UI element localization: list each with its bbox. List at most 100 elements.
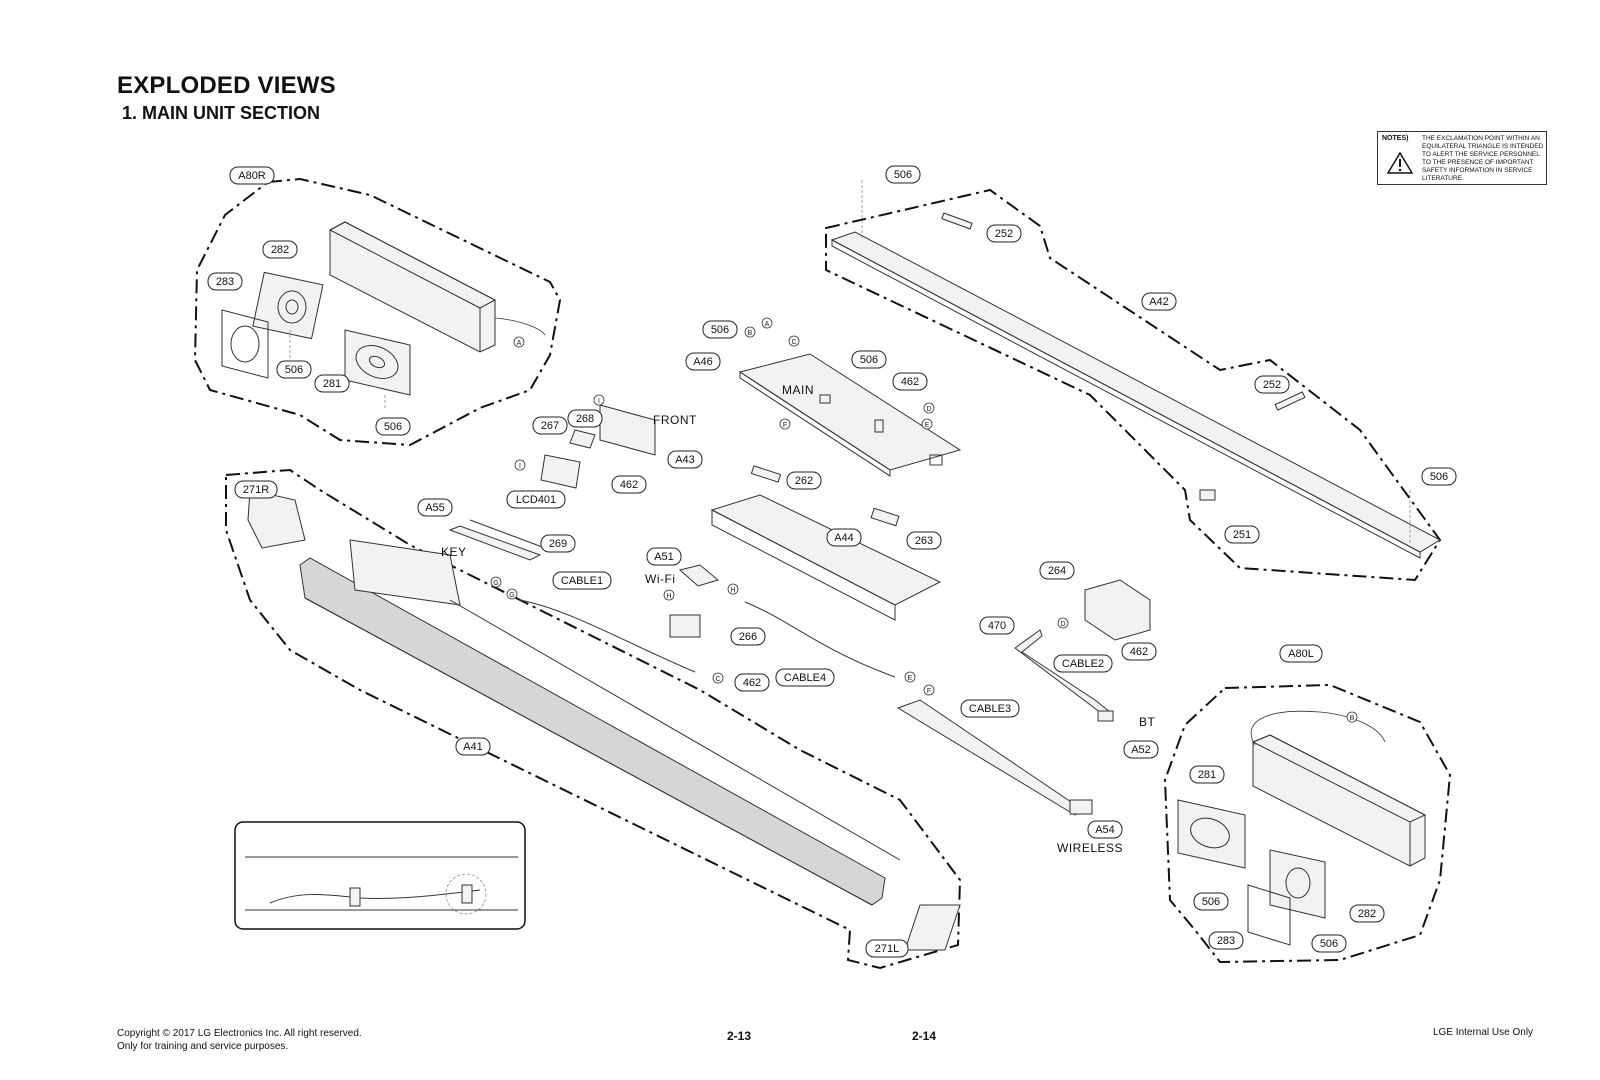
connector-c-2: C xyxy=(712,672,724,684)
label-462-a: 462 xyxy=(892,372,928,391)
label-506-d: 506 xyxy=(851,350,887,369)
label-cable1: CABLE1 xyxy=(552,571,612,590)
svg-text:281: 281 xyxy=(323,378,341,390)
svg-text:506: 506 xyxy=(1202,896,1220,908)
label-506-b: 506 xyxy=(375,417,411,436)
key-board-a55 xyxy=(448,519,546,561)
svg-text:271R: 271R xyxy=(243,484,269,496)
svg-text:A41: A41 xyxy=(463,741,483,753)
svg-text:283: 283 xyxy=(1217,935,1235,947)
svg-text:A54: A54 xyxy=(1095,824,1115,836)
svg-text:D: D xyxy=(1060,621,1065,628)
label-271l: 271L xyxy=(865,939,909,958)
notes-label: NOTES) xyxy=(1382,135,1409,142)
word-wireless: WIRELESS xyxy=(1057,841,1123,855)
label-282-bottom: 282 xyxy=(1349,904,1385,923)
label-a42: A42 xyxy=(1141,292,1177,311)
svg-text:506: 506 xyxy=(1320,938,1338,950)
connector-a-1: A xyxy=(513,336,525,348)
wifi-module-a51 xyxy=(669,564,720,638)
section-title: 1. MAIN UNIT SECTION xyxy=(122,103,321,123)
internal-use-note: LGE Internal Use Only xyxy=(1433,1027,1534,1038)
svg-text:282: 282 xyxy=(1358,908,1376,920)
label-281-top: 281 xyxy=(314,374,350,393)
front-cabinet-a41 xyxy=(247,489,961,951)
svg-text:A52: A52 xyxy=(1131,744,1151,756)
warning-triangle-icon xyxy=(1387,152,1413,174)
label-506-top: 506 xyxy=(885,165,921,184)
word-front: FRONT xyxy=(653,413,697,427)
label-lcd401: LCD401 xyxy=(506,490,566,509)
svg-text:E: E xyxy=(908,675,913,682)
label-252-b: 252 xyxy=(1254,375,1290,394)
label-267: 267 xyxy=(532,416,568,435)
label-282-top: 282 xyxy=(262,240,298,259)
speaker-assembly-a80l xyxy=(1177,710,1427,946)
svg-text:CABLE4: CABLE4 xyxy=(784,672,826,684)
board-words: MAIN FRONT KEY Wi-Fi BT WIRELESS xyxy=(441,383,1155,855)
svg-text:B: B xyxy=(1350,715,1355,722)
label-a55: A55 xyxy=(417,498,453,517)
group-outline-a41 xyxy=(225,468,962,970)
svg-text:G: G xyxy=(509,592,514,599)
label-cable3: CABLE3 xyxy=(960,699,1020,718)
svg-text:462: 462 xyxy=(901,376,919,388)
connector-i-1: I xyxy=(593,394,605,406)
svg-text:D: D xyxy=(926,406,931,413)
connector-b-1: B xyxy=(744,326,756,338)
svg-text:CABLE3: CABLE3 xyxy=(969,703,1011,715)
label-271r: 271R xyxy=(234,480,278,499)
label-a43: A43 xyxy=(667,450,703,469)
top-cover-a42 xyxy=(830,180,1442,559)
label-462-c: 462 xyxy=(734,673,770,692)
word-key: KEY xyxy=(441,545,467,559)
word-wifi: Wi-Fi xyxy=(645,572,675,586)
svg-text:252: 252 xyxy=(995,228,1013,240)
connector-i-2: I xyxy=(514,459,526,471)
label-cable2: CABLE2 xyxy=(1053,654,1113,673)
notes-text: THE EXCLAMATION POINT WITHIN AN EQUILATE… xyxy=(1422,135,1544,182)
group-outline-a80l xyxy=(1163,683,1452,964)
svg-text:252: 252 xyxy=(1263,379,1281,391)
word-main: MAIN xyxy=(782,383,814,397)
svg-text:H: H xyxy=(730,587,735,594)
copyright-line-1: Copyright © 2017 LG Electronics Inc. All… xyxy=(117,1028,362,1039)
front-board-a43 xyxy=(540,404,656,489)
connector-e-1: E xyxy=(921,418,933,430)
svg-text:A51: A51 xyxy=(654,551,674,563)
label-283-top: 283 xyxy=(207,272,243,291)
svg-text:F: F xyxy=(783,422,787,429)
svg-text:281: 281 xyxy=(1198,769,1216,781)
svg-text:267: 267 xyxy=(541,420,559,432)
label-268: 268 xyxy=(567,409,603,428)
detail-inset xyxy=(234,821,526,930)
group-outline-a80r xyxy=(193,177,562,447)
svg-text:A80L: A80L xyxy=(1288,648,1314,660)
svg-text:470: 470 xyxy=(988,620,1006,632)
svg-text:262: 262 xyxy=(795,475,813,487)
svg-text:LCD401: LCD401 xyxy=(516,494,556,506)
connector-h-2: H xyxy=(727,583,739,595)
page-number-right: 2-14 xyxy=(912,1029,937,1043)
svg-text:269: 269 xyxy=(549,538,567,550)
svg-text:263: 263 xyxy=(915,535,933,547)
part-labels: A80R 282 283 506 281 506 506 252 A42 252… xyxy=(207,165,1457,958)
label-281-bottom: 281 xyxy=(1189,765,1225,784)
connector-d-2: D xyxy=(1057,617,1069,629)
label-252-a: 252 xyxy=(986,224,1022,243)
label-a46: A46 xyxy=(685,352,721,371)
bracket-a44 xyxy=(710,465,942,621)
svg-text:A: A xyxy=(517,340,522,347)
svg-text:506: 506 xyxy=(285,364,303,376)
svg-text:268: 268 xyxy=(576,413,594,425)
safety-notes-box: NOTES) THE EXCLAMATION POINT WITHIN AN E… xyxy=(1377,131,1547,185)
label-a44: A44 xyxy=(826,528,862,547)
connector-f-1: F xyxy=(779,418,791,430)
label-506-a: 506 xyxy=(276,360,312,379)
connector-a-2: A xyxy=(761,317,773,329)
svg-text:A46: A46 xyxy=(693,356,713,368)
svg-text:506: 506 xyxy=(384,421,402,433)
label-470: 470 xyxy=(979,616,1015,635)
svg-text:A44: A44 xyxy=(834,532,854,544)
label-a80l: A80L xyxy=(1279,644,1323,663)
